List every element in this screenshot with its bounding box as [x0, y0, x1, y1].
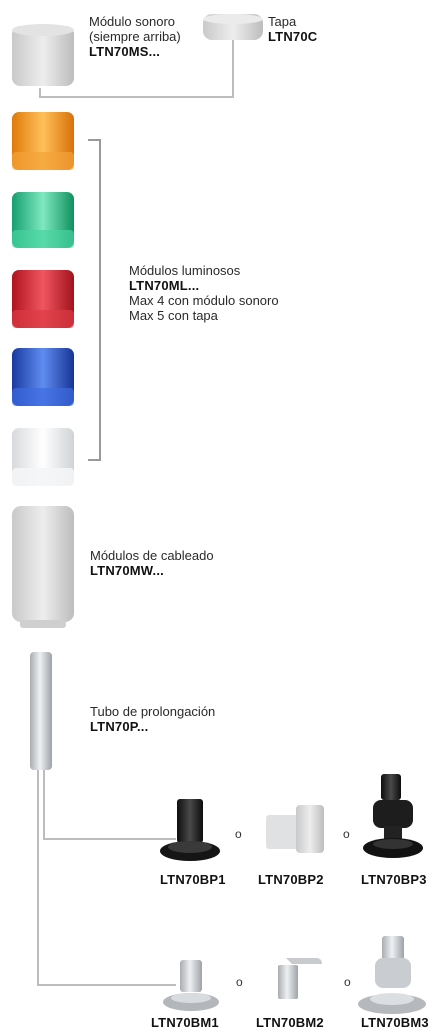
base-bp1-code: LTN70BP1	[160, 872, 226, 887]
base-bm3-code: LTN70BM3	[361, 1015, 429, 1030]
light-module-clear	[12, 428, 74, 486]
separator-or-1: o	[235, 827, 242, 841]
base-bm3-shape	[358, 936, 426, 1014]
base-bp3-shape	[363, 774, 423, 858]
wiring-module-label-text: Módulos de cableado	[90, 548, 214, 563]
light-module-green	[12, 192, 74, 248]
separator-or-4: o	[344, 975, 351, 989]
wiring-module-label: Módulos de cableado LTN70MW...	[90, 548, 214, 578]
connector-metal-bases	[37, 768, 176, 986]
light-module-blue	[12, 348, 74, 406]
cap-shape	[203, 14, 263, 40]
sound-module-code: LTN70MS...	[89, 44, 161, 59]
light-modules-note1: Max 4 con módulo sonoro	[129, 293, 279, 308]
cap-label-text: Tapa	[268, 14, 297, 29]
base-bp2-code: LTN70BP2	[258, 872, 324, 887]
light-modules-label: Módulos luminosos LTN70ML... Max 4 con m…	[129, 263, 279, 323]
base-bm2-code: LTN70BM2	[256, 1015, 324, 1030]
light-module-orange	[12, 112, 74, 170]
extension-tube-label-text: Tubo de prolongación	[90, 704, 216, 719]
sound-module-label: Módulo sonoro (siempre arriba) LTN70MS..…	[89, 14, 181, 59]
light-modules-code: LTN70ML...	[129, 278, 200, 293]
base-bp2-shape	[266, 805, 324, 853]
wiring-module-code: LTN70MW...	[90, 563, 164, 578]
connector-lines	[37, 40, 234, 986]
base-bm2-shape	[278, 958, 322, 999]
extension-tube-shape	[30, 652, 52, 770]
base-bp3-code: LTN70BP3	[361, 872, 427, 887]
cap-label: Tapa LTN70C	[268, 14, 317, 44]
light-module-red	[12, 270, 74, 328]
sound-module-label-line1: Módulo sonoro	[89, 14, 175, 29]
base-bm1-code: LTN70BM1	[151, 1015, 219, 1030]
sound-module-label-line2: (siempre arriba)	[89, 29, 181, 44]
extension-tube-code: LTN70P...	[90, 719, 149, 734]
base-bm1-shape	[163, 960, 219, 1011]
base-bp1-shape	[160, 799, 220, 861]
sound-module-shape	[12, 24, 74, 86]
cap-code: LTN70C	[268, 29, 318, 44]
separator-or-2: o	[343, 827, 350, 841]
separator-or-3: o	[236, 975, 243, 989]
light-modules-bracket	[88, 139, 101, 461]
light-modules-note2: Max 5 con tapa	[129, 308, 218, 323]
connector-plastic-bases	[43, 768, 176, 840]
extension-tube-label: Tubo de prolongación LTN70P...	[90, 704, 215, 734]
wiring-module-shape	[12, 506, 74, 628]
connector-sound-cap	[39, 40, 234, 98]
light-modules-label-text: Módulos luminosos	[129, 263, 241, 278]
